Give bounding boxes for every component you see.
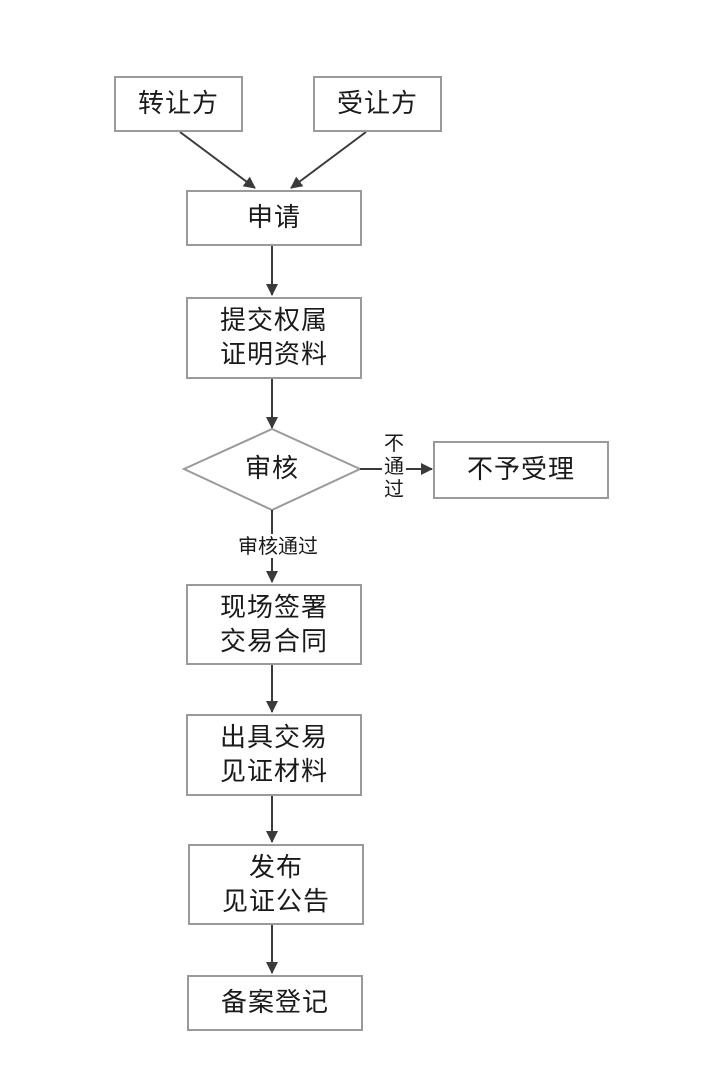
- transferee-label: 受让方: [336, 89, 418, 119]
- submit-docs-line-2: 证明资料: [219, 340, 328, 370]
- not-accepted-label: 不予受理: [466, 455, 575, 485]
- issue-certificate-box: 出具交易 见证材料: [186, 714, 362, 796]
- apply-label: 申请: [246, 203, 301, 233]
- arrow-transferee-to-apply: [290, 131, 367, 189]
- issue-certificate-line-2: 见证材料: [219, 757, 328, 787]
- not-accepted-box: 不予受理: [433, 441, 609, 499]
- sign-contract-box: 现场签署 交易合同: [186, 584, 362, 665]
- apply-box: 申请: [186, 190, 362, 246]
- review-failed-label: 不 通 过: [382, 432, 406, 501]
- arrow-transferor-to-apply: [179, 131, 256, 189]
- publish-notice-line-2: 见证公告: [221, 886, 330, 917]
- sign-contract-line-1: 现场签署: [219, 592, 328, 623]
- review-label: 审核: [244, 454, 299, 484]
- record-register-label: 备案登记: [220, 988, 329, 1018]
- record-register-box: 备案登记: [187, 975, 363, 1031]
- submit-docs-box: 提交权属 证明资料: [186, 297, 362, 379]
- review-failed-char-3: 过: [384, 477, 404, 501]
- sign-contract-line-2: 交易合同: [219, 626, 328, 657]
- transferee-box: 受让方: [313, 76, 442, 132]
- issue-certificate-line-1: 出具交易: [219, 723, 328, 753]
- submit-docs-line-1: 提交权属: [219, 306, 328, 336]
- review-failed-char-2: 通: [384, 454, 404, 478]
- publish-notice-box: 发布 见证公告: [188, 844, 364, 925]
- review-passed-label: 审核通过: [238, 534, 318, 558]
- review-failed-char-1: 不: [384, 431, 404, 455]
- transferor-label: 转让方: [137, 89, 219, 119]
- transferor-box: 转让方: [114, 76, 243, 132]
- publish-notice-line-1: 发布: [248, 852, 303, 883]
